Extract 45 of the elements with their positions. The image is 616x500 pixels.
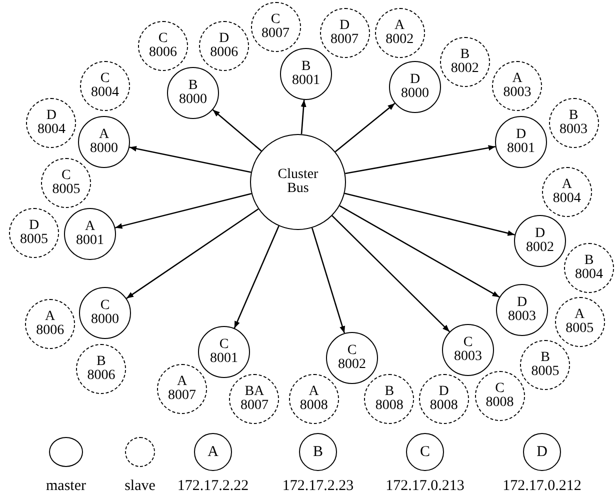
arrow [344, 192, 515, 236]
legend-label: 172.17.0.213 [386, 478, 464, 495]
legend-letter: C [420, 444, 430, 460]
arrow [345, 145, 496, 174]
master-node-circle: D 8002 [514, 215, 566, 267]
master-node-circle: A 8001 [64, 208, 116, 260]
arrow [300, 100, 306, 134]
slave-node-circle: D 8004 [26, 98, 76, 148]
arrow [334, 102, 396, 152]
master-node-circle: C 8000 [79, 287, 131, 339]
master-node-circle: C 8001 [198, 326, 250, 378]
master-node-circle: D 8000 [389, 61, 441, 113]
arrow [332, 215, 450, 332]
slave-node-circle: B 8003 [548, 98, 599, 148]
slave-node-circle: A 8006 [25, 298, 76, 349]
slave-node-circle: A 8005 [554, 297, 605, 348]
arrow [311, 228, 346, 334]
master-node-circle: C 8003 [442, 324, 494, 376]
slave-node-circle: D 8005 [9, 208, 59, 258]
master-node-circle: A 8000 [78, 116, 130, 168]
cluster-bus-circle: Cluster Bus [250, 134, 346, 230]
arrow [126, 208, 259, 299]
master-node-circle: B 8001 [280, 48, 332, 100]
legend-label: 172.17.2.22 [177, 478, 249, 495]
master-node-circle: D 8001 [495, 116, 547, 168]
legend-letter: A [208, 444, 218, 460]
legend-letter: B [312, 444, 323, 460]
master-node-circle: B 8000 [167, 67, 219, 119]
arrow [129, 146, 252, 173]
slave-node-circle: B 8006 [76, 344, 126, 394]
arrow [339, 205, 500, 298]
master-node-circle: C 8002 [326, 332, 378, 384]
legend-label: 172.17.2.23 [282, 478, 354, 495]
master-node-circle: D 8003 [496, 284, 548, 336]
legend-label: master [46, 478, 86, 495]
arrow [234, 226, 280, 328]
arrow [212, 109, 262, 152]
arrow [115, 192, 252, 229]
slave-node-circle: A 8003 [492, 61, 542, 112]
slave-node-circle: A 8002 [374, 8, 425, 58]
legend-letter: D [536, 444, 548, 460]
slave-node-circle: B 8005 [520, 340, 570, 390]
legend-label: slave [124, 478, 156, 495]
slave-node-circle: C 8004 [80, 61, 130, 111]
legend-label: 172.17.0.212 [502, 478, 582, 495]
